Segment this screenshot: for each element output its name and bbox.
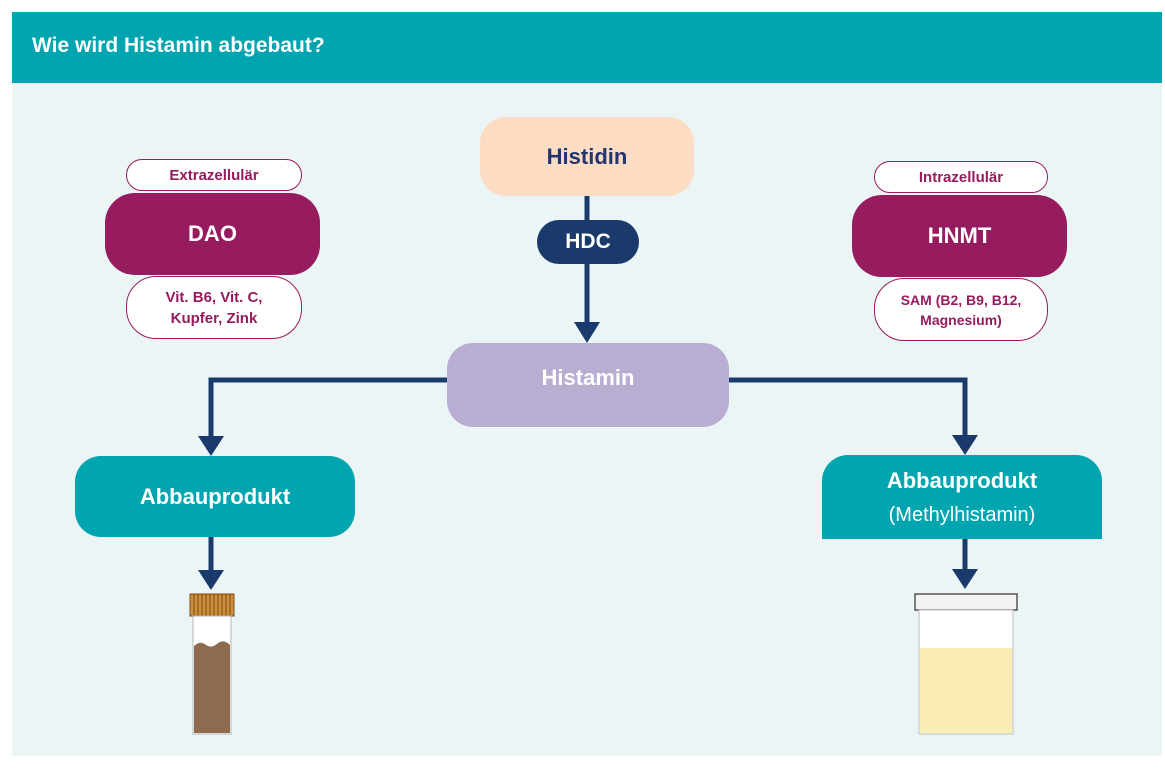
header-bar: Wie wird Histamin abgebaut?: [12, 12, 1162, 83]
hnmt-node: HNMT: [852, 195, 1067, 277]
arrowhead-to-stool-tube: [198, 570, 224, 590]
methylhistamin-label: (Methylhistamin): [888, 504, 1036, 526]
abbauprodukt-left-node: Abbauprodukt: [75, 456, 355, 537]
cup-content: [920, 648, 1012, 733]
arrowhead-to-histamin: [574, 322, 600, 343]
tube-content: [194, 641, 230, 733]
dao-cofactors-label: Vit. B6, Vit. C, Kupfer, Zink: [126, 276, 302, 339]
urine-sample-cup-icon: [914, 593, 1018, 735]
arrowhead-to-urine-cup: [952, 569, 978, 589]
intrazellular-label: Intrazellulär: [874, 161, 1048, 193]
abbauprodukt-right-node: Abbauprodukt (Methylhistamin): [822, 455, 1102, 539]
connector-histamin-right: [729, 377, 968, 438]
arrowhead-to-abbau-left: [198, 436, 224, 456]
connector-histamin-left: [208, 377, 447, 438]
hnmt-cofactors-label: SAM (B2, B9, B12, Magnesium): [874, 278, 1048, 341]
histidin-node: Histidin: [480, 117, 694, 196]
abbauprodukt-right-label: Abbauprodukt: [886, 468, 1038, 493]
extrazellular-label: Extrazellulär: [126, 159, 302, 191]
page-title: Wie wird Histamin abgebaut?: [32, 34, 325, 57]
histamin-node: Histamin: [447, 343, 729, 427]
hdc-node: HDC: [537, 220, 639, 264]
stool-sample-tube-icon: [189, 593, 235, 735]
cup-lid: [914, 593, 1018, 611]
arrowhead-to-abbau-right: [952, 435, 978, 455]
dao-node: DAO: [105, 193, 320, 275]
tube-cap: [189, 593, 235, 617]
